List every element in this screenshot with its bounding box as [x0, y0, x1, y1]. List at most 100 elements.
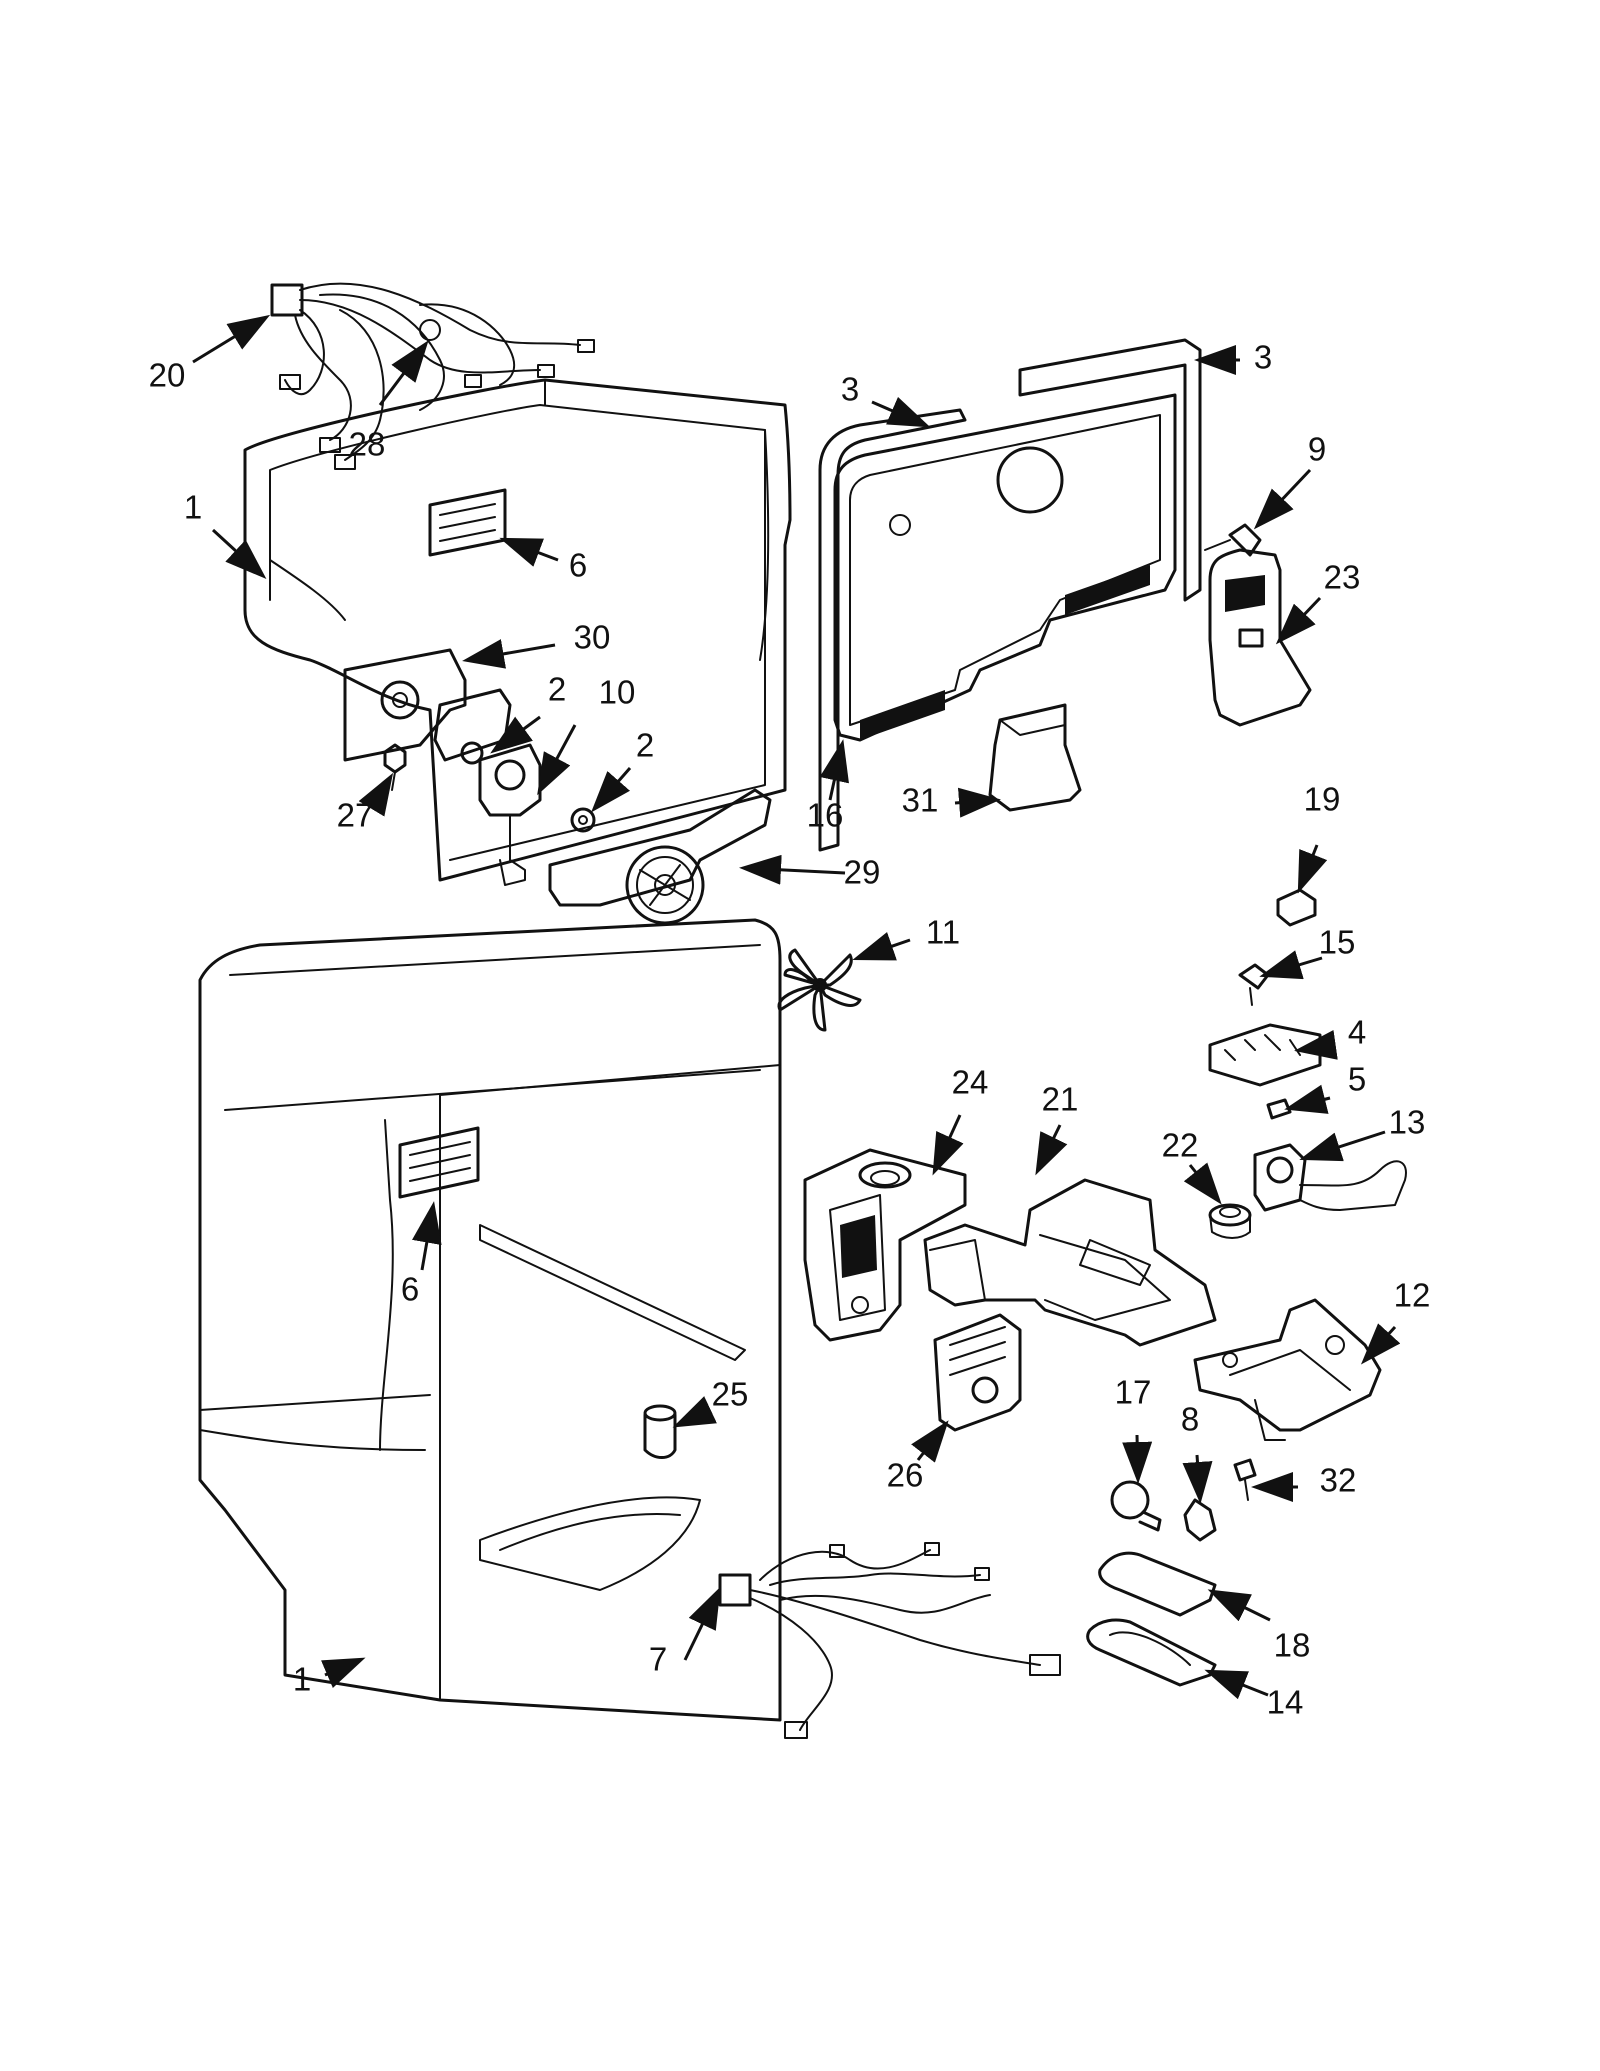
leader-20 [192, 314, 271, 364]
leader-25 [672, 1396, 717, 1428]
callout-6-upper: 6 [569, 547, 587, 584]
leader-16 [819, 739, 849, 801]
callout-25: 25 [712, 1376, 749, 1413]
leader-10 [537, 724, 577, 796]
callout-24: 24 [952, 1064, 989, 1101]
fan-shroud [548, 788, 772, 925]
leader-17 [1122, 1434, 1153, 1484]
callout-30: 30 [574, 619, 611, 656]
leader-9 [1253, 468, 1312, 530]
vent-cover-upper [428, 488, 507, 557]
knob-8 [1183, 1498, 1217, 1542]
leader-4 [1294, 1030, 1338, 1060]
leader-1-lower [321, 1657, 366, 1688]
leader-27 [358, 772, 394, 817]
callout-21: 21 [1042, 1081, 1079, 1118]
leader-2-upper [490, 715, 541, 754]
callout-3-left: 3 [841, 371, 859, 408]
callout-11: 11 [926, 914, 960, 951]
leader-14 [1204, 1669, 1269, 1700]
air-duct [988, 703, 1082, 812]
callout-14: 14 [1267, 1684, 1304, 1721]
leader-6-lower [412, 1201, 442, 1271]
callout-28: 28 [349, 426, 386, 463]
grommet-22 [1208, 1203, 1252, 1239]
freezer-liner [243, 378, 792, 882]
clip-19 [1276, 888, 1317, 927]
light-housing [1208, 548, 1312, 727]
leader-2-lower [591, 767, 632, 813]
leader-8 [1182, 1454, 1213, 1504]
callout-23: 23 [1324, 559, 1361, 596]
bulb-5 [1266, 1098, 1292, 1120]
duct-assembly [803, 1148, 967, 1342]
callout-labels: 20 28 1 6 30 2 10 27 2 29 11 3 3 9 23 16… [149, 339, 1431, 1721]
leader-24 [932, 1114, 964, 1176]
callout-5: 5 [1348, 1061, 1366, 1098]
callout-6-lower: 6 [401, 1271, 419, 1308]
leader-6-upper [499, 537, 559, 567]
leader-5 [1284, 1084, 1331, 1114]
leader-12 [1360, 1323, 1401, 1365]
callout-10: 10 [599, 674, 636, 711]
grommet-lower [570, 807, 596, 833]
grommet-upper [460, 741, 484, 765]
light-socket-bracket [1193, 1298, 1382, 1441]
callout-2-lower: 2 [636, 727, 654, 764]
fan-motor [433, 688, 542, 886]
leader-26 [911, 1420, 949, 1463]
screw-9 [1204, 523, 1262, 557]
control-board [1208, 1023, 1322, 1087]
callout-26: 26 [887, 1457, 924, 1494]
crisper-tray [923, 1178, 1217, 1347]
seal-strip-right [1018, 338, 1202, 602]
leader-lines [192, 314, 1401, 1700]
lamp-shield [1098, 1551, 1217, 1617]
lamp-base [1086, 1618, 1217, 1687]
callout-32: 32 [1320, 1462, 1357, 1499]
callout-7: 7 [649, 1641, 667, 1678]
leader-28 [378, 340, 429, 406]
callout-8: 8 [1181, 1401, 1199, 1438]
callout-31: 31 [902, 782, 939, 819]
callout-3-right: 3 [1254, 339, 1272, 376]
leader-11 [852, 932, 911, 961]
leader-21 [1035, 1124, 1068, 1176]
leader-18 [1207, 1589, 1271, 1622]
cover-plate [933, 1313, 1022, 1432]
callout-22: 22 [1162, 1127, 1199, 1164]
leader-15 [1259, 950, 1323, 980]
callout-19: 19 [1304, 781, 1341, 818]
leader-29 [739, 854, 846, 885]
leader-23 [1275, 596, 1322, 645]
cylinder-25 [643, 1404, 677, 1459]
leader-3-left [871, 396, 931, 428]
callout-12: 12 [1394, 1277, 1431, 1314]
leader-1-upper [211, 528, 267, 580]
callout-16: 16 [807, 797, 844, 834]
leader-13 [1299, 1130, 1386, 1162]
screw-32 [1233, 1458, 1257, 1501]
thermostat [1253, 1143, 1407, 1212]
callout-29: 29 [844, 854, 881, 891]
leader-7 [683, 1586, 721, 1661]
evaporator-cover [833, 393, 1177, 742]
callout-1-lower: 1 [293, 1661, 311, 1698]
callout-1-upper: 1 [184, 489, 202, 526]
callout-27: 27 [337, 797, 374, 834]
leader-22 [1183, 1162, 1222, 1205]
lamp-bulb [1110, 1480, 1162, 1532]
callout-17: 17 [1115, 1374, 1152, 1411]
fan-blade [777, 948, 862, 1032]
callout-2-upper: 2 [548, 671, 566, 708]
callout-13: 13 [1389, 1104, 1426, 1141]
wiring-harness-lower [718, 1542, 1061, 1739]
callout-4: 4 [1348, 1014, 1366, 1051]
control-housing [343, 648, 467, 762]
wiring-harness-upper [270, 282, 595, 470]
leader-31 [954, 787, 1001, 818]
leader-30 [462, 639, 556, 669]
callout-20: 20 [149, 357, 186, 394]
leader-19 [1297, 844, 1328, 894]
